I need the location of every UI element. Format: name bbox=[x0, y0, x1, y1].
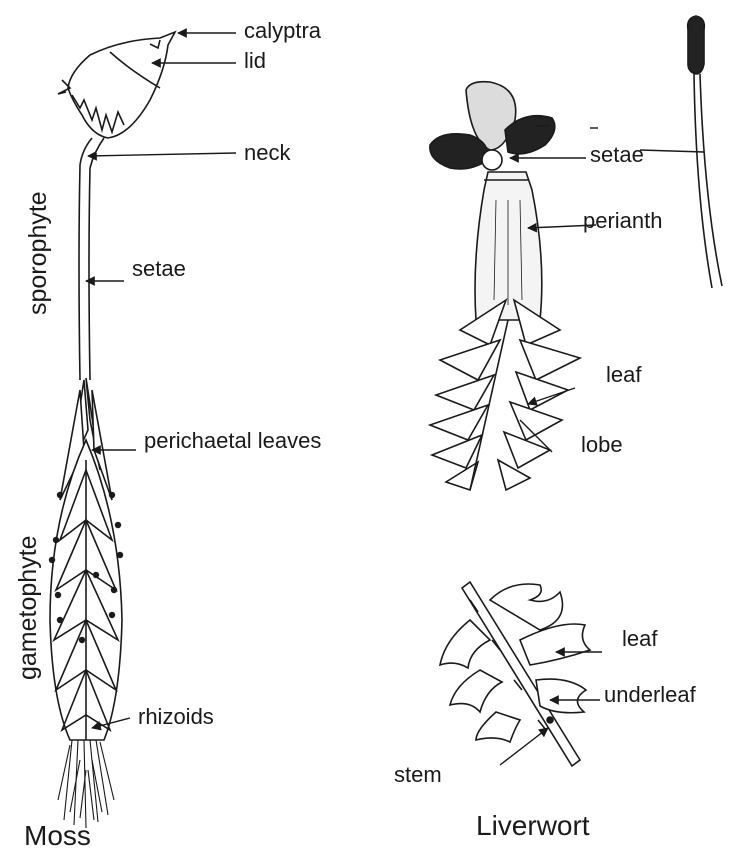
label-leaf-upper: leaf bbox=[606, 364, 641, 386]
label-underleaf: underleaf bbox=[604, 684, 696, 706]
label-sporophyte: sporophyte bbox=[26, 191, 51, 315]
label-gametophyte: gametophyte bbox=[16, 535, 41, 680]
label-moss-setae: setae bbox=[132, 258, 186, 280]
title-liverwort: Liverwort bbox=[476, 812, 590, 840]
liverwort-leafy-shoot-upper bbox=[430, 300, 580, 490]
label-liverwort-setae: setae bbox=[590, 144, 644, 166]
moss-neck bbox=[80, 138, 104, 168]
label-perianth: perianth bbox=[583, 210, 663, 232]
label-neck: neck bbox=[244, 142, 290, 164]
label-perichaetal-leaves: perichaetal leaves bbox=[144, 430, 321, 452]
moss-capsule bbox=[58, 32, 175, 138]
label-stem: stem bbox=[394, 764, 442, 786]
label-rhizoids: rhizoids bbox=[138, 706, 214, 728]
title-moss: Moss bbox=[24, 822, 91, 850]
label-lobe: lobe bbox=[581, 434, 623, 456]
label-leaf-lower: leaf bbox=[622, 628, 657, 650]
label-lid: lid bbox=[244, 50, 266, 72]
liverwort-perianth bbox=[475, 172, 542, 320]
moss-rhizoids bbox=[58, 740, 114, 828]
label-calyptra: calyptra bbox=[244, 20, 321, 42]
moss-setae-stalk bbox=[79, 165, 90, 380]
liverwort-stem-detail bbox=[440, 582, 590, 766]
